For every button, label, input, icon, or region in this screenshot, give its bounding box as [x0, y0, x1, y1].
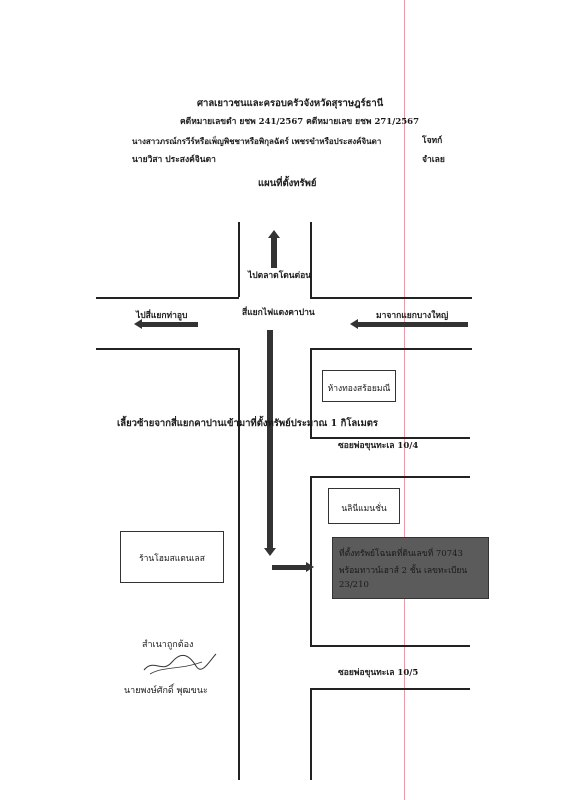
soi-2-label: ซอยพ่อขุนทะเล 10/5	[338, 668, 419, 678]
plaintiff-role: โจทก์	[422, 136, 443, 146]
arrow-up-icon	[268, 230, 280, 268]
road-south-right-3	[310, 688, 312, 780]
road-west-bottom	[96, 348, 239, 350]
direction-note: เลี้ยวซ้ายจากสี่แยกคาปานเข้ามาที่ตั้งทรั…	[117, 418, 379, 429]
soi-2-top	[310, 645, 470, 647]
road-east-top	[310, 297, 472, 299]
case-numbers: คดีหมายเลขดำ ยชพ 241/2567 คดีหมายเลข ยชพ…	[180, 117, 419, 127]
property-line-3: 23/210	[339, 580, 369, 590]
plaintiff-name: นางสาวภรณ์กรวีร์หรือเพ็ญพิชชาหรือพิกุลฉั…	[132, 136, 382, 146]
arrow-left-icon	[134, 319, 198, 329]
soi-1-top	[310, 437, 470, 439]
road-south-left	[238, 348, 240, 780]
property-line-2: พร้อมทาวน์เฮาส์ 2 ชั้น เลขทะเบียน	[339, 566, 468, 576]
signature-icon	[143, 653, 217, 675]
soi-1-bottom	[310, 476, 470, 478]
certified-label: สำเนาถูกต้อง	[142, 640, 194, 650]
dealer-label: นลินีแมนชั่น	[341, 504, 387, 514]
property-box: ที่ตั้งทรัพย์โฉนดที่ดินเลขที่ 70743 พร้อ…	[332, 537, 489, 599]
soi-2-bottom	[310, 688, 470, 690]
label-to-market: ไปตลาดโดนด่อน	[248, 271, 312, 281]
label-intersection: สี่แยกไฟแดงคาปาน	[242, 308, 315, 318]
arrow-down-icon	[264, 330, 276, 556]
road-west-top	[96, 297, 239, 299]
arrow-right-icon	[272, 562, 314, 572]
property-line-1: ที่ตั้งทรัพย์โฉนดที่ดินเลขที่ 70743	[339, 549, 463, 559]
court-name: ศาลเยาวชนและครอบครัวจังหวัดสุราษฎร์ธานี	[197, 98, 384, 109]
label-to-tha-up: ไปสี่แยกท่าอูบ	[136, 311, 188, 321]
map-title: แผนที่ตั้งทรัพย์	[258, 178, 317, 189]
road-north-left	[238, 222, 240, 297]
gold-shop-box: ห้างทองสร้อยมณี	[322, 370, 396, 402]
road-south-right-2	[310, 476, 312, 646]
certifier-name: นายพงษ์ศักดิ์ พุฒขนะ	[124, 686, 208, 696]
road-east-bottom	[310, 348, 472, 350]
margin-line	[404, 0, 405, 800]
road-south-right-1	[310, 348, 312, 438]
home-store-box: ร้านโฮมสแตนเลส	[120, 531, 224, 583]
home-store-label: ร้านโฮมสแตนเลส	[139, 554, 205, 564]
arrow-left-icon	[350, 319, 468, 329]
gold-shop-label: ห้างทองสร้อยมณี	[327, 384, 391, 394]
road-north-right	[310, 222, 312, 297]
dealer-box: นลินีแมนชั่น	[328, 488, 400, 524]
label-from-bang-yai: มาจากแยกบางใหญ่	[376, 311, 449, 321]
soi-1-label: ซอยพ่อขุนทะเล 10/4	[338, 441, 419, 451]
defendant-role: จำเลย	[422, 155, 445, 165]
defendant-name: นายวิสา ประสงค์จินดา	[132, 155, 216, 165]
